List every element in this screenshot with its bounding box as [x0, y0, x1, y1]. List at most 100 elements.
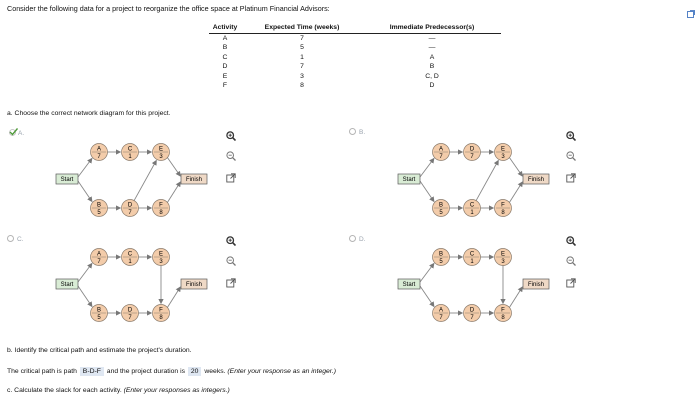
option-b[interactable]: B. — [349, 128, 365, 136]
dependency-arrow — [475, 159, 499, 201]
activity-time: 5 — [439, 210, 443, 216]
column-header-activity: Activity — [209, 23, 241, 34]
table-row: B 5 — — [209, 43, 501, 52]
activity-node-d: D7 — [121, 199, 139, 217]
critical-path-sentence: The critical path is path B-D-F and the … — [7, 367, 336, 376]
activity-name: E — [501, 252, 505, 258]
activity-node-e: E3 — [494, 248, 512, 266]
dependency-arrow — [77, 180, 93, 203]
activity-time: 5 — [439, 259, 443, 265]
option-b-radio[interactable] — [349, 128, 356, 135]
expand-icon[interactable] — [566, 278, 576, 288]
start-label: Start — [403, 282, 416, 288]
table-cell: B — [429, 63, 435, 71]
table-cell: — — [428, 44, 436, 52]
option-d-label: D. — [359, 236, 366, 243]
option-c-radio[interactable] — [7, 235, 14, 242]
dependency-arrow — [77, 285, 93, 308]
activity-name: B — [97, 308, 101, 314]
expand-icon[interactable] — [226, 173, 236, 183]
column-header-predecessors: Immediate Predecessor(s) — [363, 23, 501, 34]
critical-hint: (Enter your response as an integer.) — [227, 368, 336, 375]
activity-time: 5 — [97, 210, 101, 216]
activity-time: 8 — [501, 210, 505, 216]
table-cell: F — [222, 82, 228, 90]
activity-node-b: B5 — [90, 199, 108, 217]
activity-time: 8 — [159, 315, 163, 321]
finish-label: Finish — [186, 177, 202, 183]
table-cell: D — [429, 82, 435, 90]
activity-name: E — [501, 147, 505, 153]
activity-time: 7 — [470, 154, 474, 160]
activity-name: A — [439, 147, 443, 153]
zoom-in-icon[interactable] — [226, 131, 236, 141]
expand-icon[interactable] — [226, 278, 236, 288]
activity-node-b: B5 — [90, 304, 108, 322]
part-c-hint: (Enter your responses as integers.) — [123, 387, 230, 394]
activity-time: 1 — [470, 259, 474, 265]
start-label: Start — [61, 282, 74, 288]
activity-node-a: A7 — [432, 304, 450, 322]
activity-time: 7 — [97, 154, 101, 160]
finish-label: Finish — [528, 177, 544, 183]
finish-node: Finish — [522, 278, 550, 290]
table-cell: C — [222, 53, 228, 61]
option-d[interactable]: D. — [349, 235, 366, 243]
duration-input[interactable]: 20 — [187, 367, 202, 376]
dependency-arrow — [77, 157, 93, 178]
activity-node-a: A7 — [90, 143, 108, 161]
critical-path-input[interactable]: B-D-F — [79, 367, 104, 376]
activity-name: B — [439, 203, 443, 209]
activity-time: 8 — [159, 210, 163, 216]
table-cell: 8 — [300, 82, 304, 90]
dependency-arrow — [166, 181, 181, 203]
activity-table: Activity Expected Time (weeks) Immediate… — [209, 23, 501, 90]
zoom-out-icon[interactable] — [226, 256, 236, 266]
activity-node-d: D7 — [463, 304, 481, 322]
table-cell: B — [222, 44, 228, 52]
zoom-in-icon[interactable] — [566, 236, 576, 246]
activity-time: 7 — [470, 315, 474, 321]
zoom-out-icon[interactable] — [566, 256, 576, 266]
table-cell: 5 — [300, 44, 304, 52]
activity-node-a: A7 — [90, 248, 108, 266]
activity-name: A — [97, 147, 101, 153]
option-d-radio[interactable] — [349, 235, 356, 242]
column-header-time: Expected Time (weeks) — [241, 23, 363, 34]
activity-name: D — [470, 147, 475, 153]
expand-icon[interactable] — [566, 173, 576, 183]
dependency-arrow — [508, 286, 523, 308]
option-a[interactable]: A. — [9, 128, 24, 138]
activity-time: 7 — [97, 259, 101, 265]
activity-name: D — [470, 308, 475, 314]
part-c-text: c. Calculate the slack for each activity… — [7, 387, 122, 394]
option-b-label: B. — [359, 129, 366, 136]
critical-prefix: The critical path is path — [7, 368, 77, 375]
option-c[interactable]: C. — [7, 235, 24, 243]
zoom-in-icon[interactable] — [566, 131, 576, 141]
activity-time: 1 — [128, 154, 132, 160]
activity-name: F — [159, 203, 163, 209]
zoom-in-icon[interactable] — [226, 236, 236, 246]
start-node: Start — [55, 173, 79, 185]
part-a-question: a. Choose the correct network diagram fo… — [7, 110, 171, 117]
activity-name: F — [159, 308, 163, 314]
start-label: Start — [61, 177, 74, 183]
activity-node-d: D7 — [121, 304, 139, 322]
zoom-out-icon[interactable] — [566, 151, 576, 161]
table-cell: C, D — [425, 72, 439, 80]
option-a-label: A. — [18, 130, 25, 137]
critical-middle: and the project duration is — [106, 368, 186, 375]
activity-node-f: F8 — [152, 199, 170, 217]
activity-time: 1 — [128, 259, 132, 265]
activity-name: B — [439, 252, 443, 258]
page-corner-icon[interactable] — [687, 10, 695, 18]
dependency-arrow — [419, 180, 435, 203]
dependency-arrow — [419, 262, 435, 283]
option-c-label: C. — [17, 236, 24, 243]
zoom-out-icon[interactable] — [226, 151, 236, 161]
